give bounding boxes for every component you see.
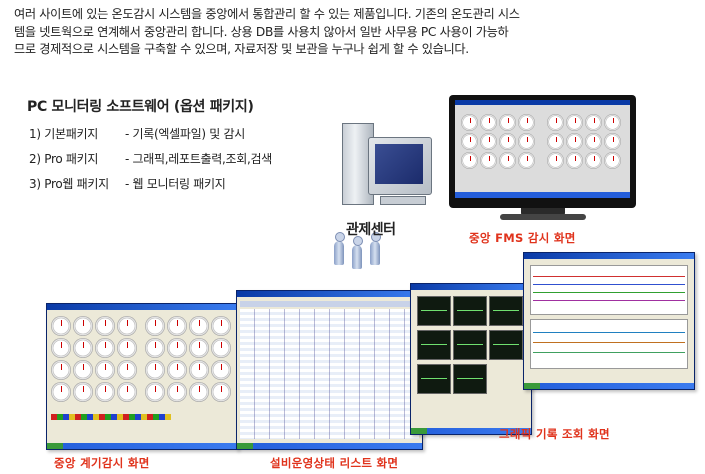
chart-record-window bbox=[523, 252, 695, 390]
status-list-caption: 설비운영상태 리스트 화면 bbox=[270, 456, 399, 470]
package-desc: - 웹 모니터링 패키지 bbox=[125, 177, 226, 191]
crt-monitor bbox=[368, 137, 432, 195]
package-item-basic: 1) 기본패키지 - 기록(엑셀파일) 및 감시 bbox=[29, 125, 245, 142]
fms-screen-caption: 중앙 FMS 감시 화면 bbox=[469, 231, 576, 245]
monitor-stand bbox=[521, 208, 565, 216]
package-item-pro-web: 3) Pro웹 패키지 - 웹 모니터링 패키지 bbox=[29, 175, 226, 192]
gauge-grid-left bbox=[51, 316, 137, 402]
package-desc: - 그래픽,레포트출력,조회,검색 bbox=[125, 152, 272, 166]
status-table bbox=[240, 309, 419, 439]
package-name: 2) Pro 패키지 bbox=[29, 152, 99, 166]
trend-chart-top bbox=[530, 265, 688, 315]
package-item-pro: 2) Pro 패키지 - 그래픽,레포트출력,조회,검색 bbox=[29, 150, 272, 167]
fms-monitor bbox=[449, 95, 636, 208]
intro-line-2: 템을 넷트웍으로 연계해서 중앙관리 합니다. 상용 DB를 사용치 않아서 일… bbox=[14, 24, 509, 39]
intro-text: 여러 사이트에 있는 온도감시 시스템을 중앙에서 통합관리 할 수 있는 제품… bbox=[14, 6, 702, 59]
control-center-label: 관제센터 bbox=[346, 222, 396, 238]
gauge-screen-caption: 중앙 계기감시 화면 bbox=[54, 456, 150, 470]
monitor-base bbox=[500, 214, 586, 220]
package-desc: - 기록(엑셀파일) 및 감시 bbox=[125, 127, 245, 141]
keyboard bbox=[380, 196, 426, 205]
graph-window bbox=[410, 283, 532, 435]
fms-screen-thumbnail bbox=[455, 100, 630, 198]
status-list-window bbox=[236, 290, 423, 450]
package-name: 3) Pro웹 패키지 bbox=[29, 177, 109, 191]
intro-line-3: 므로 경제적으로 시스템을 구축할 수 있으며, 자료저장 및 보관을 누구나 … bbox=[14, 42, 469, 56]
package-title: PC 모니터링 소프트웨어 (옵션 패키지) bbox=[27, 99, 254, 115]
fms-gauges-left bbox=[461, 114, 535, 169]
intro-line-1: 여러 사이트에 있는 온도감시 시스템을 중앙에서 통합관리 할 수 있는 제품… bbox=[14, 7, 520, 21]
trend-chart-bottom bbox=[530, 319, 688, 369]
fms-gauges-right bbox=[547, 114, 621, 169]
gauge-grid-right bbox=[145, 316, 231, 402]
gauge-monitoring-window bbox=[46, 303, 238, 450]
package-name: 1) 기본패키지 bbox=[29, 127, 98, 141]
graphic-screen-caption: 그래픽 기록 조회 화면 bbox=[499, 427, 610, 441]
